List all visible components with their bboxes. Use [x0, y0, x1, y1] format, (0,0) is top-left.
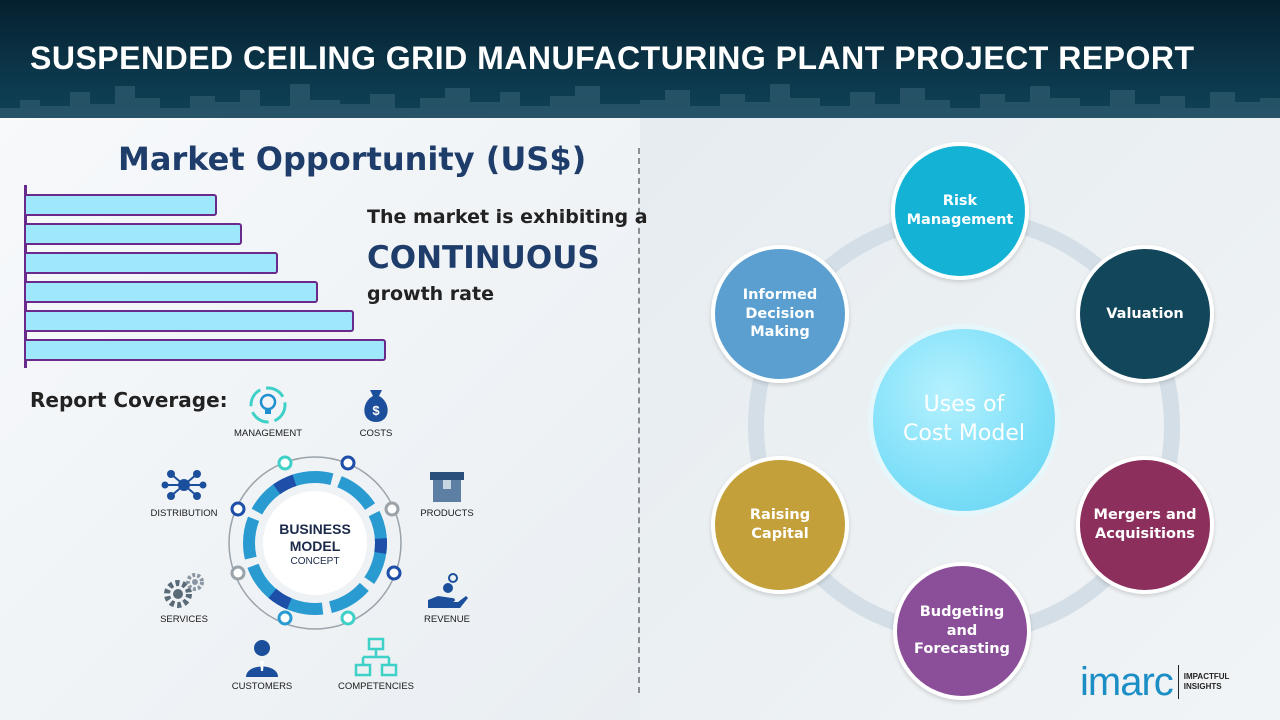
- node-valuation: Valuation: [1076, 245, 1214, 383]
- node-label: Budgeting and Forecasting: [914, 603, 1010, 658]
- logo-tag-line2: INSIGHTS: [1183, 682, 1222, 691]
- node-label: Mergers and Acquisitions: [1093, 507, 1197, 542]
- node-budgeting-forecasting: Budgeting and Forecasting: [893, 562, 1031, 700]
- coverage-label: DISTRIBUTION: [150, 508, 218, 519]
- center-label-line2: Cost Model: [903, 421, 1025, 446]
- panel-divider: [638, 148, 640, 693]
- hierarchy-icon: [354, 637, 398, 677]
- bm-center-line3: CONCEPT: [291, 556, 340, 567]
- boxes-icon: [430, 472, 464, 502]
- coverage-label: CUSTOMERS: [231, 681, 293, 692]
- node-label: Valuation: [1106, 305, 1184, 322]
- wheel-dots: [230, 455, 402, 626]
- logo-tag-line1: IMPACTFUL: [1183, 672, 1230, 681]
- growth-bar: [26, 310, 354, 332]
- growth-bar: [26, 281, 318, 303]
- svg-text:$: $: [372, 403, 380, 418]
- person-icon: [246, 640, 278, 677]
- coverage-label: MANAGEMENT: [233, 428, 303, 439]
- logo-separator: [1177, 665, 1179, 699]
- network-icon: [161, 470, 207, 500]
- growth-bar: [26, 223, 242, 245]
- coverage-competencies: COMPETENCIES: [326, 637, 426, 692]
- coverage-label: PRODUCTS: [420, 508, 474, 519]
- cost-model-center: Uses of Cost Model: [868, 324, 1060, 516]
- market-text-emphasis: CONTINUOUS: [367, 240, 600, 276]
- node-mergers-acquisitions: Mergers and Acquisitions: [1076, 456, 1214, 594]
- coverage-products: PRODUCTS: [397, 464, 497, 519]
- business-model-wheel: BUSINESS MODEL CONCEPT: [228, 455, 402, 630]
- coverage-label: REVENUE: [424, 614, 470, 625]
- gears-icon: [164, 573, 204, 608]
- imarc-logo: imarc IMPACTFUL INSIGHTS: [1080, 662, 1229, 702]
- node-informed-decision-making: Informed Decision Making: [711, 245, 849, 383]
- node-risk-management: Risk Management: [891, 142, 1029, 280]
- growth-bar: [26, 194, 217, 216]
- node-raising-capital: Raising Capital: [711, 456, 849, 594]
- node-label: Risk Management: [906, 193, 1014, 228]
- money-bag-icon: $: [364, 390, 388, 422]
- coverage-revenue: REVENUE: [397, 570, 497, 625]
- growth-bar: [26, 252, 278, 274]
- logo-tagline: IMPACTFUL INSIGHTS: [1184, 672, 1230, 692]
- coverage-label: COMPETENCIES: [337, 681, 414, 692]
- logo-wordmark: imarc: [1080, 660, 1174, 704]
- coverage-costs: $ COSTS: [326, 384, 426, 439]
- report-title: SUSPENDED CEILING GRID MANUFACTURING PLA…: [30, 40, 1195, 76]
- coverage-label: SERVICES: [160, 614, 208, 625]
- market-opportunity-title: Market Opportunity (US$): [118, 140, 587, 178]
- market-text-line3: growth rate: [367, 283, 494, 305]
- header-banner: SUSPENDED CEILING GRID MANUFACTURING PLA…: [0, 0, 1280, 118]
- market-text-line1: The market is exhibiting a: [367, 206, 648, 228]
- city-skyline-decoration: [0, 84, 1280, 118]
- coverage-services: SERVICES: [134, 570, 234, 625]
- coverage-label: COSTS: [359, 428, 393, 439]
- left-panel-background: [0, 118, 640, 720]
- coverage-management: MANAGEMENT: [218, 384, 318, 439]
- node-label: Informed Decision Making: [742, 286, 818, 341]
- report-coverage-title: Report Coverage:: [30, 388, 228, 412]
- node-label: Raising Capital: [749, 507, 811, 542]
- bar-axis: [24, 185, 27, 368]
- coverage-distribution: DISTRIBUTION: [134, 464, 234, 519]
- bm-center-line1: BUSINESS: [279, 521, 351, 537]
- growth-bar: [26, 339, 386, 361]
- hand-coins-icon: [428, 573, 468, 608]
- center-label-line1: Uses of: [923, 392, 1005, 418]
- cost-model-center-label: Uses of Cost Model: [879, 391, 1049, 448]
- bm-center-line2: MODEL: [290, 538, 341, 554]
- coverage-customers: CUSTOMERS: [212, 637, 312, 692]
- lightbulb-cycle-icon: [249, 386, 287, 424]
